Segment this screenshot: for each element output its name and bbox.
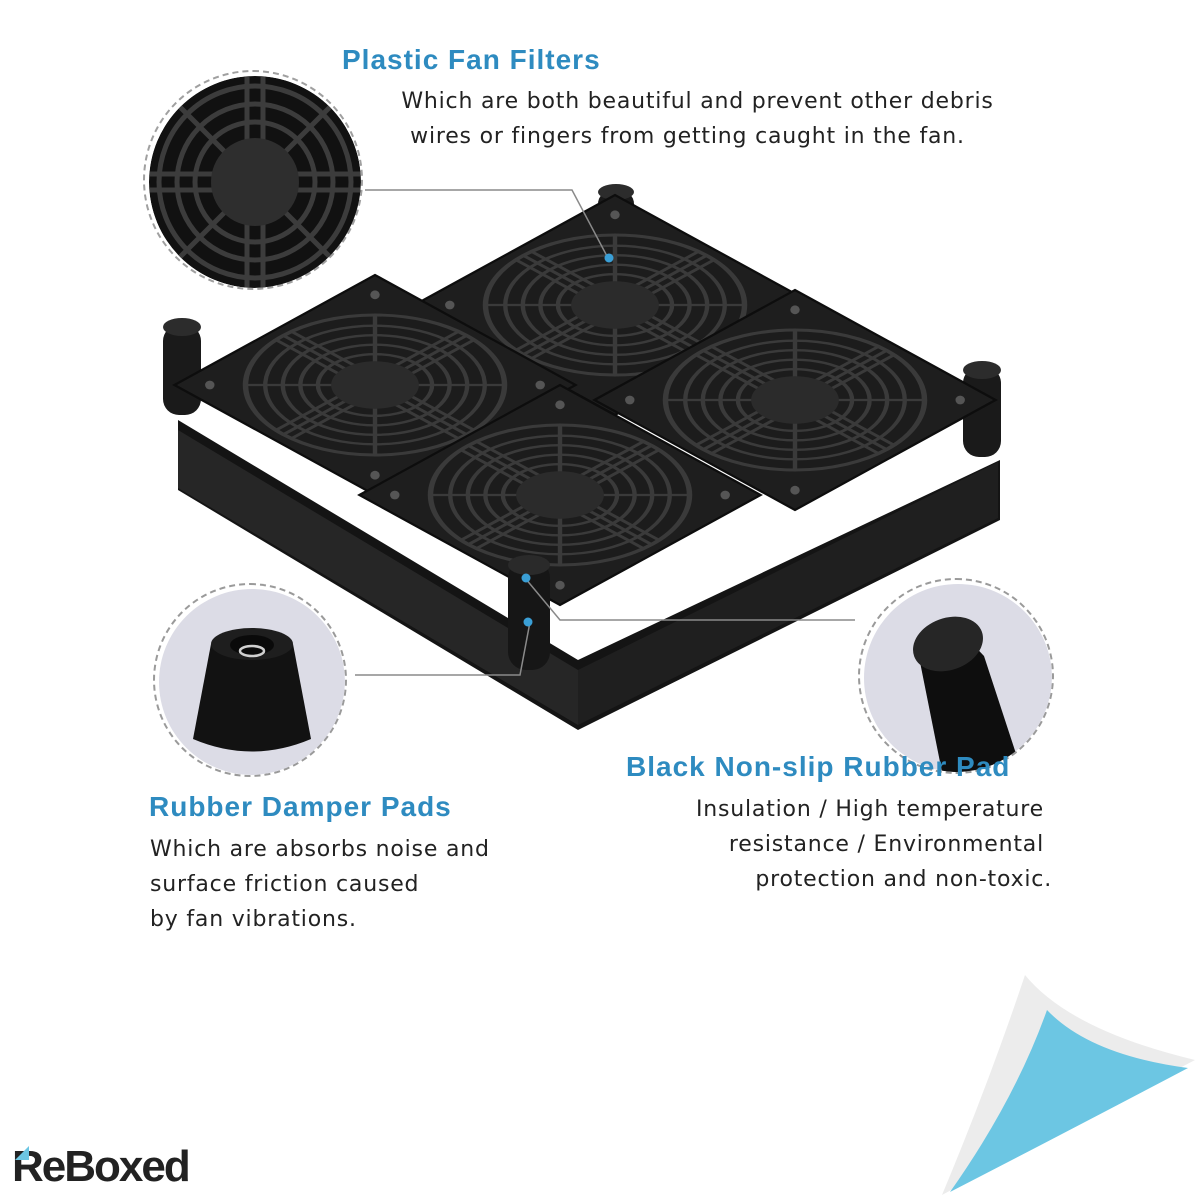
logo-text: ReBoxed bbox=[12, 1142, 191, 1191]
description-line: Which are both beautiful and prevent oth… bbox=[401, 89, 994, 114]
plastic-fan-filters-title: Plastic Fan Filters bbox=[342, 44, 601, 75]
nonslip-pad-zoom-circle bbox=[858, 578, 1054, 774]
description-line: protection and non-toxic. bbox=[755, 867, 1052, 892]
fan-filter-zoom-circle bbox=[143, 70, 363, 290]
description-line: by fan vibrations. bbox=[150, 907, 357, 932]
fan-filter-closeup-image bbox=[149, 76, 361, 288]
nonslip-rubber-pad-title: Black Non-slip Rubber Pad bbox=[626, 751, 1011, 782]
logo-corner-icon bbox=[15, 1146, 29, 1160]
description-line: wires or fingers from getting caught in … bbox=[410, 124, 965, 149]
rubber-damper-pads-description: Which are absorbs noise and surface fric… bbox=[150, 832, 490, 937]
description-line: surface friction caused bbox=[150, 872, 420, 897]
plastic-fan-filters-description: Which are both beautiful and prevent oth… bbox=[365, 84, 1030, 154]
nonslip-rubber-pad-description: Insulation / High temperature resistance… bbox=[696, 792, 1052, 897]
reboxed-logo: ReBoxed bbox=[12, 1142, 191, 1192]
damper-pad-closeup-image bbox=[159, 589, 345, 775]
rubber-damper-pads-title: Rubber Damper Pads bbox=[149, 791, 452, 822]
description-line: resistance / Environmental bbox=[728, 832, 1044, 857]
nonslip-pad-closeup-image bbox=[864, 584, 1052, 772]
page-curl-corner-decoration bbox=[942, 975, 1195, 1195]
description-line: Insulation / High temperature bbox=[695, 797, 1044, 822]
description-line: Which are absorbs noise and bbox=[150, 837, 490, 862]
damper-pad-zoom-circle bbox=[153, 583, 347, 777]
